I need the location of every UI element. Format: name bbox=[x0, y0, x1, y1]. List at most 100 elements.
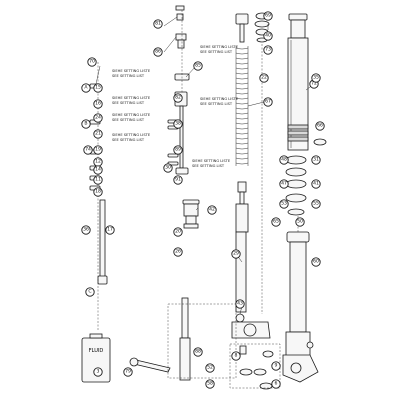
damper-rod bbox=[97, 199, 108, 285]
fork-spring bbox=[235, 13, 249, 323]
svg-text:9: 9 bbox=[275, 363, 278, 369]
callout-30: 30 bbox=[163, 163, 173, 173]
callout-91: 91 bbox=[173, 175, 183, 185]
svg-text:72: 72 bbox=[311, 81, 317, 87]
svg-text:85: 85 bbox=[195, 63, 201, 69]
callout-19: 19 bbox=[93, 145, 103, 155]
callout-52: 52 bbox=[205, 363, 215, 373]
svg-text:35: 35 bbox=[313, 75, 319, 81]
callout-50: 50 bbox=[295, 217, 305, 227]
svg-text:21: 21 bbox=[95, 131, 101, 137]
callout-31: 31 bbox=[311, 155, 321, 165]
callout-22: 22 bbox=[259, 73, 269, 83]
callout-18: 18 bbox=[93, 187, 103, 197]
callout-82: 82 bbox=[173, 93, 183, 103]
callout-42: 42 bbox=[207, 205, 217, 215]
svg-text:8: 8 bbox=[235, 353, 238, 359]
setting-list-notes: SIEHE SETTING LISTE SEE SETTING LIST SIE… bbox=[112, 45, 239, 168]
svg-text:86: 86 bbox=[155, 49, 161, 55]
svg-text:47: 47 bbox=[281, 181, 287, 187]
callout-43: 43 bbox=[235, 299, 245, 309]
svg-text:42: 42 bbox=[209, 207, 215, 213]
svg-text:A: A bbox=[84, 85, 88, 91]
svg-text:36: 36 bbox=[83, 227, 89, 233]
callout-89: 89 bbox=[173, 145, 183, 155]
svg-text:60: 60 bbox=[313, 259, 319, 265]
callout-8: 8 bbox=[231, 351, 241, 361]
note-2a: SIEHE SETTING LISTE bbox=[112, 96, 151, 100]
svg-text:6: 6 bbox=[275, 381, 278, 387]
note-1b: SEE SETTING LIST bbox=[112, 74, 145, 78]
callout-A-left: A bbox=[81, 83, 91, 93]
callout-12: 12 bbox=[93, 157, 103, 167]
svg-text:29: 29 bbox=[233, 251, 239, 257]
note-6b: SEE SETTING LIST bbox=[200, 102, 233, 106]
callout-20: 20 bbox=[173, 227, 183, 237]
svg-text:12: 12 bbox=[95, 159, 101, 165]
svg-text:C: C bbox=[88, 289, 91, 295]
svg-text:52: 52 bbox=[207, 365, 213, 371]
svg-text:50: 50 bbox=[297, 219, 303, 225]
svg-text:58: 58 bbox=[207, 381, 213, 387]
svg-text:89: 89 bbox=[175, 147, 181, 153]
svg-text:24: 24 bbox=[95, 115, 101, 121]
svg-text:70: 70 bbox=[89, 59, 95, 65]
svg-text:11: 11 bbox=[95, 177, 101, 183]
svg-text:48: 48 bbox=[281, 157, 287, 163]
svg-text:82: 82 bbox=[175, 95, 181, 101]
seal-ring-set bbox=[285, 138, 327, 216]
top-cap-parts bbox=[174, 5, 270, 81]
svg-text:31: 31 bbox=[313, 157, 319, 163]
callout-88: 88 bbox=[193, 347, 203, 357]
svg-text:18: 18 bbox=[95, 189, 101, 195]
note-6a: SIEHE SETTING LISTE bbox=[200, 97, 239, 101]
svg-text:43: 43 bbox=[237, 301, 243, 307]
callout-58: 58 bbox=[205, 379, 215, 389]
svg-text:22: 22 bbox=[261, 75, 267, 81]
svg-text:55: 55 bbox=[313, 201, 319, 207]
note-7b: SEE SETTING LIST bbox=[192, 164, 225, 168]
callout-24: 24 bbox=[93, 113, 103, 123]
callout-86: 86 bbox=[153, 47, 163, 57]
part-callouts: 81 86 85 69 40 73 72 67 66 82 38 89 30 9… bbox=[81, 11, 325, 389]
callout-3: 3 bbox=[93, 367, 103, 377]
outer-fork-tube bbox=[287, 13, 309, 151]
fork-oil-bottle: FLUID bbox=[81, 333, 111, 383]
callout-74: 74 bbox=[83, 145, 93, 155]
note-5a: SIEHE SETTING LISTE bbox=[200, 45, 239, 49]
svg-text:30: 30 bbox=[165, 165, 171, 171]
svg-text:81: 81 bbox=[155, 21, 161, 27]
svg-text:19: 19 bbox=[95, 147, 101, 153]
svg-text:40: 40 bbox=[265, 33, 271, 39]
callout-6: 6 bbox=[271, 379, 281, 389]
bottom-valve-parts bbox=[231, 321, 274, 390]
svg-text:91: 91 bbox=[175, 177, 181, 183]
callout-16: 16 bbox=[93, 99, 103, 109]
svg-text:B: B bbox=[84, 121, 87, 127]
callout-67: 67 bbox=[263, 97, 273, 107]
svg-text:16: 16 bbox=[95, 101, 101, 107]
svg-text:38: 38 bbox=[175, 121, 181, 127]
callout-53: 53 bbox=[279, 199, 289, 209]
callout-14: 14 bbox=[93, 165, 103, 175]
callout-11: 11 bbox=[93, 175, 103, 185]
note-2b: SEE SETTING LIST bbox=[112, 101, 145, 105]
callout-17: 17 bbox=[105, 225, 115, 235]
note-4a: SIEHE SETTING LISTE bbox=[112, 133, 151, 137]
note-1a: SIEHE SETTING LISTE bbox=[112, 69, 151, 73]
svg-text:17: 17 bbox=[107, 227, 113, 233]
svg-text:41: 41 bbox=[313, 181, 319, 187]
svg-text:15: 15 bbox=[95, 85, 101, 91]
svg-text:88: 88 bbox=[195, 349, 201, 355]
callout-9: 9 bbox=[271, 361, 281, 371]
svg-text:14: 14 bbox=[95, 167, 101, 173]
callout-38: 38 bbox=[173, 119, 183, 129]
callout-47: 47 bbox=[279, 179, 289, 189]
svg-text:3: 3 bbox=[97, 369, 100, 375]
callout-41: 41 bbox=[311, 179, 321, 189]
callout-21: 21 bbox=[93, 129, 103, 139]
callout-26: 26 bbox=[173, 247, 183, 257]
svg-text:65: 65 bbox=[273, 219, 279, 225]
special-tool bbox=[129, 357, 171, 373]
